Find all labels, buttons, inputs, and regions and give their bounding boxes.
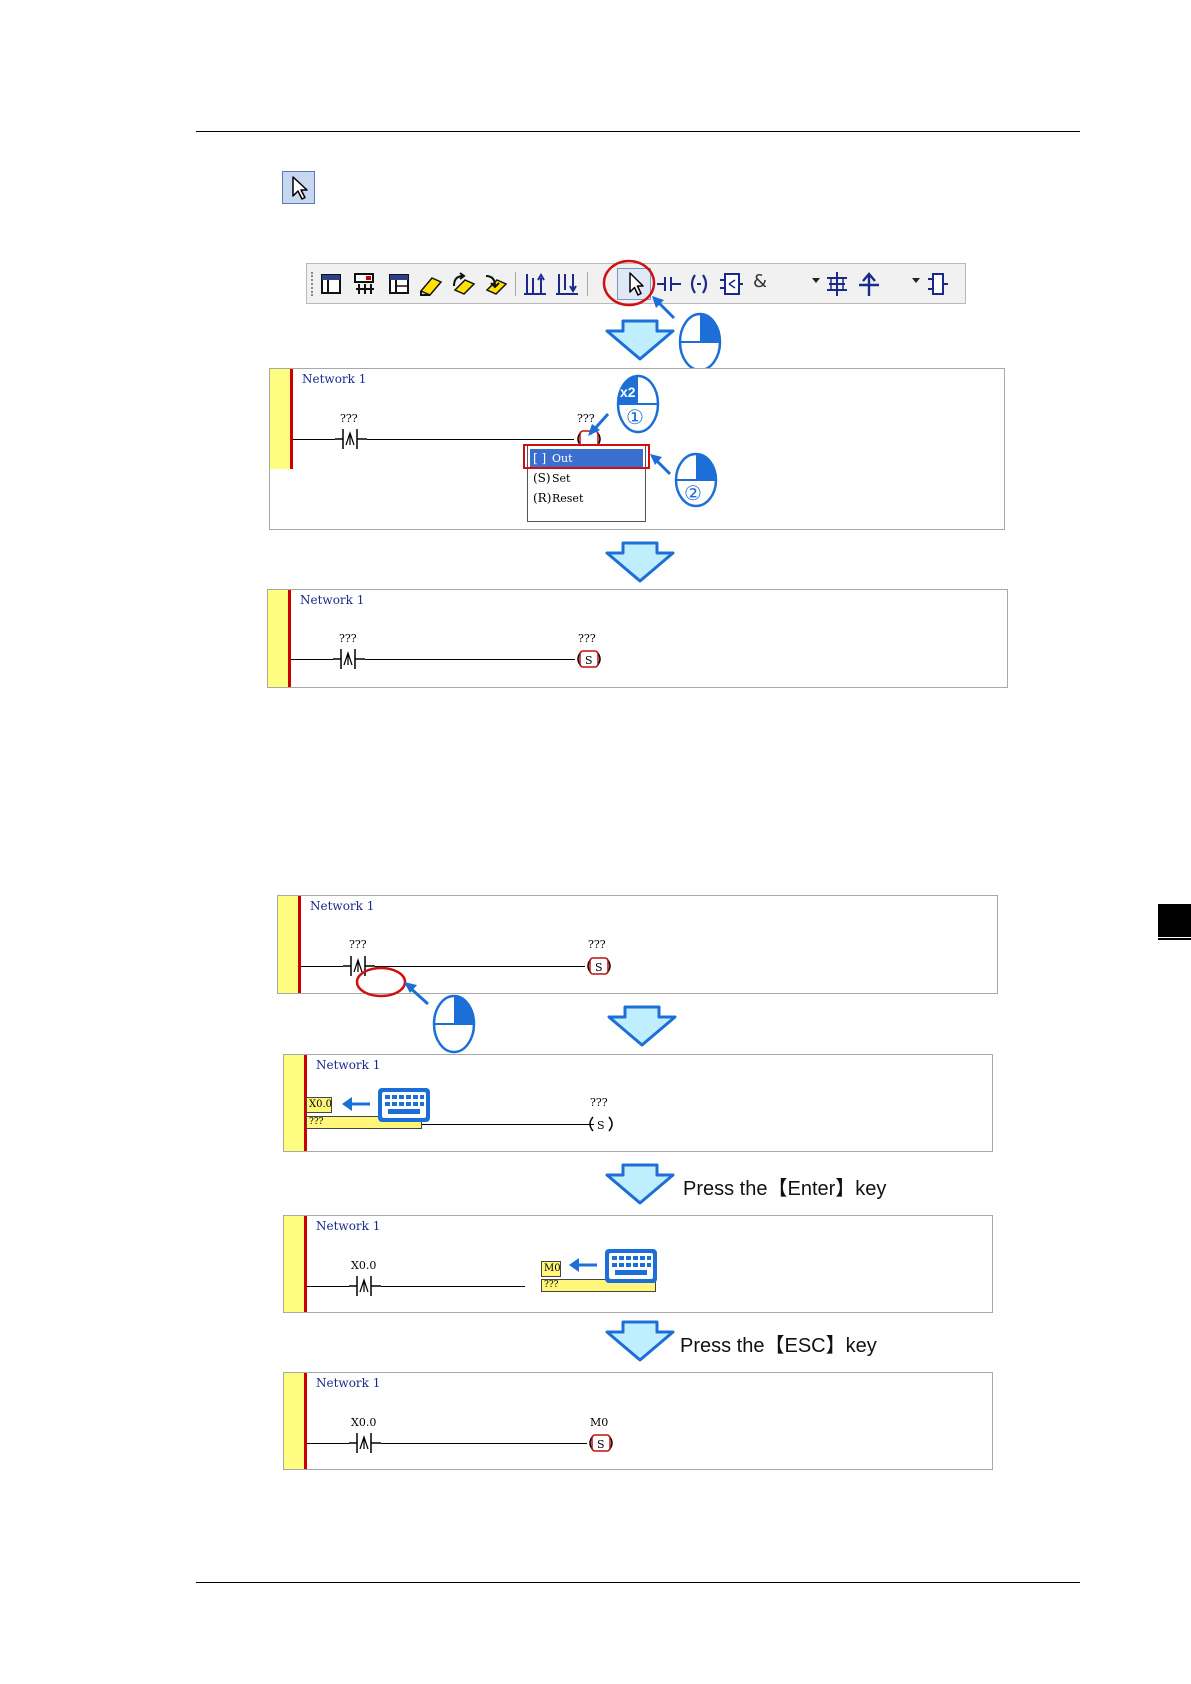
network-title: Network 1 — [316, 1219, 380, 1233]
rung-wire — [422, 1124, 594, 1125]
contact-operand-label: X0.0 — [351, 1259, 376, 1272]
chapter-tab-rule — [1158, 938, 1191, 940]
comment-add-icon[interactable] — [417, 270, 445, 298]
left-power-rail — [270, 369, 290, 469]
rising-edge-contact[interactable] — [331, 647, 365, 671]
flow-arrow-down — [603, 319, 677, 361]
rung-wire — [381, 1443, 587, 1444]
logic-and-icon[interactable]: & — [753, 271, 767, 292]
coil-symbol: S — [597, 1119, 605, 1132]
contact-operand-input[interactable]: X0.0 — [306, 1097, 332, 1113]
left-power-rail — [268, 590, 288, 687]
rail-boundary-line — [298, 896, 301, 993]
rung-wire — [307, 1443, 349, 1444]
rising-edge-contact[interactable] — [347, 1274, 381, 1298]
network-delete-icon[interactable] — [385, 270, 413, 298]
rail-boundary-line — [304, 1373, 307, 1469]
network-title: Network 1 — [310, 899, 374, 913]
toolbar-separator — [587, 272, 588, 296]
flow-arrow-down — [603, 1320, 677, 1362]
network-title: Network 1 — [302, 372, 366, 386]
coil-operand-input[interactable]: M0 — [541, 1261, 561, 1277]
rail-boundary-line — [290, 369, 293, 469]
network-insert-icon[interactable] — [317, 270, 345, 298]
rung-wire — [381, 1286, 525, 1287]
flow-arrow-down — [603, 541, 677, 583]
esc-key-instruction: Press the【ESC】key — [680, 1329, 877, 1358]
rail-boundary-line — [288, 590, 291, 687]
left-power-rail — [284, 1055, 304, 1151]
branch-dropdown-arrow[interactable] — [912, 278, 920, 283]
rung-wire — [365, 659, 575, 660]
flow-arrow-down — [603, 1163, 677, 1205]
rail-boundary-line — [304, 1216, 307, 1312]
network-title: Network 1 — [300, 593, 364, 607]
mouse-click-icon: ② — [648, 450, 728, 530]
header-rule — [196, 131, 1080, 132]
rung-wire — [301, 966, 343, 967]
move-up-icon[interactable] — [855, 270, 883, 298]
coil-operand-label: ??? — [590, 1096, 608, 1109]
footer-rule — [196, 1582, 1080, 1583]
rung-wire — [291, 659, 333, 660]
rung-wire — [293, 439, 335, 440]
keyboard-input-icon — [567, 1245, 667, 1287]
step-two-marker: ② — [684, 481, 702, 505]
rung-wire — [307, 1286, 349, 1287]
coil-symbol: S — [585, 654, 593, 667]
enter-key-instruction: Press the【Enter】key — [683, 1172, 886, 1201]
contact-operand-label: X0.0 — [351, 1416, 376, 1429]
coil-operand-label: ??? — [588, 938, 606, 951]
flow-arrow-down — [605, 1005, 679, 1047]
network-title: Network 1 — [316, 1058, 380, 1072]
comment-move-icon[interactable] — [481, 270, 509, 298]
left-power-rail — [284, 1216, 304, 1312]
toolbar-grip[interactable] — [311, 272, 316, 296]
set-coil[interactable]: S — [574, 649, 604, 669]
contact-operand-label: ??? — [339, 632, 357, 645]
coil-symbol: S — [595, 961, 603, 974]
comment-edit-icon[interactable] — [449, 270, 477, 298]
left-power-rail — [278, 896, 298, 993]
contact-operand-label: ??? — [349, 938, 367, 951]
set-coil-icon: (S) — [533, 471, 551, 486]
keyboard-input-icon — [340, 1084, 440, 1126]
set-coil[interactable]: S — [586, 1433, 616, 1453]
network-split-icon[interactable] — [351, 270, 379, 298]
toolbar-separator — [515, 272, 516, 296]
menu-item-reset[interactable]: (R) Reset — [530, 489, 643, 508]
menu-item-set[interactable]: (S) Set — [530, 469, 643, 488]
reset-coil-icon: (R) — [533, 491, 551, 506]
ladder-network-panel: Network 1 X0.0 M0 S — [283, 1372, 993, 1470]
rising-edge-contact[interactable] — [347, 1431, 381, 1455]
rung-wire — [367, 439, 574, 440]
branch-up-icon[interactable] — [521, 270, 549, 298]
double-click-badge: x2 — [620, 384, 636, 400]
step-one-marker: ① — [626, 405, 644, 429]
ladder-network-panel: Network 1 ??? ??? S — [267, 589, 1008, 688]
coil-symbol: S — [597, 1438, 605, 1451]
parallel-branch-icon[interactable] — [823, 270, 851, 298]
branch-down-icon[interactable] — [553, 270, 581, 298]
coil-operand-label: M0 — [590, 1416, 608, 1429]
set-coil[interactable]: S — [586, 1114, 616, 1134]
select-pointer-icon — [282, 171, 315, 204]
function-dropdown-arrow[interactable] — [812, 278, 820, 283]
network-title: Network 1 — [316, 1376, 380, 1390]
contact-operand-label: ??? — [340, 412, 358, 425]
coil-operand-label: ??? — [578, 632, 596, 645]
mouse-double-click-icon: x2 ① — [590, 372, 660, 462]
rung-end-icon[interactable] — [923, 270, 951, 298]
chapter-tab — [1158, 904, 1191, 937]
left-power-rail — [284, 1373, 304, 1469]
rising-edge-contact[interactable] — [333, 427, 367, 451]
set-coil[interactable]: S — [584, 956, 614, 976]
